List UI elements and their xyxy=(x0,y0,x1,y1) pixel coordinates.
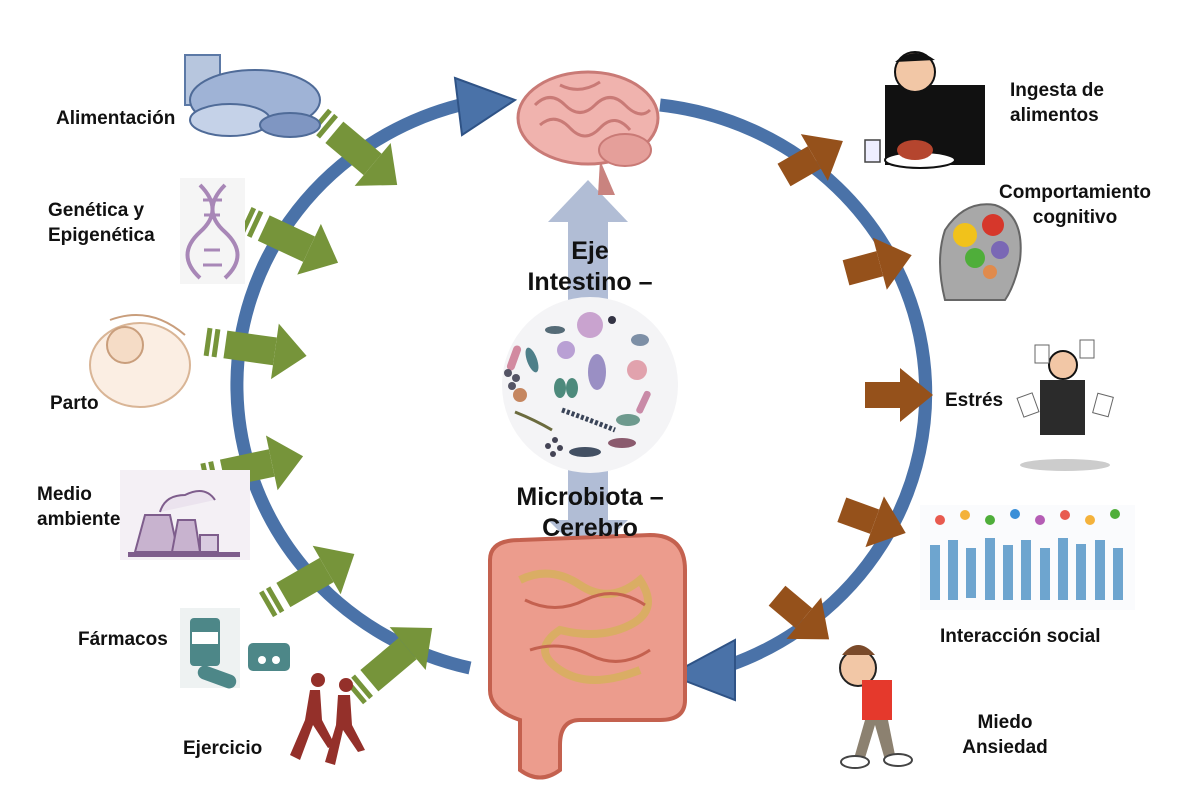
factor-label-genetica: Genética y Epigenética xyxy=(48,200,155,246)
output-arrow-interaccion xyxy=(837,496,906,548)
output-arrows xyxy=(768,134,933,640)
output-arrow-estres xyxy=(865,368,933,422)
dna-icon xyxy=(180,178,245,284)
food-icon xyxy=(184,54,321,138)
factor-label-farmacos: Fármacos xyxy=(78,629,168,650)
input-arrow-parto xyxy=(203,323,307,380)
head-gears-icon xyxy=(939,203,1022,301)
stressed-businessman-icon xyxy=(1016,339,1114,471)
output-arrow-comportamiento xyxy=(842,237,912,290)
outcome-label-comportamiento: Comportamiento cognitivo xyxy=(999,182,1151,228)
anxious-man-icon xyxy=(839,645,913,769)
output-arrow-ingesta xyxy=(777,134,843,187)
factor-label-alimentacion: Alimentación xyxy=(56,108,176,129)
axis-title-line-2: Intestino – xyxy=(527,268,653,296)
factor-label-parto: Parto xyxy=(50,393,99,414)
cycle-arc-right xyxy=(659,98,933,672)
axis-title-line-1: Eje xyxy=(571,237,609,265)
outcome-label-ingesta: Ingesta de alimentos xyxy=(1010,80,1104,126)
outcome-label-interaccion: Interacción social xyxy=(940,626,1101,647)
axis-title-bottom: Microbiota – Cerebro xyxy=(478,482,702,544)
outcome-label-miedo: Miedo Ansiedad xyxy=(962,712,1048,758)
factor-label-ejercicio: Ejercicio xyxy=(183,738,263,759)
runners-icon xyxy=(290,673,365,765)
axis-title-line-3: Microbiota – xyxy=(516,483,664,511)
crowd-talking-icon xyxy=(920,505,1135,610)
intestine-icon xyxy=(488,532,687,780)
output-arrow-miedo xyxy=(768,585,830,640)
brain-icon xyxy=(516,70,660,195)
input-arrow-alimentacion xyxy=(310,108,398,186)
factor-label-medio-ambiente: Medio ambiente xyxy=(37,484,121,530)
cycle-arrowhead-top xyxy=(453,76,518,137)
axis-title-top: Eje Intestino – xyxy=(490,236,690,298)
medicine-pills-icon xyxy=(180,608,290,689)
fetus-icon xyxy=(89,314,191,408)
input-arrow-farmacos xyxy=(259,545,355,618)
factory-pollution-icon xyxy=(120,470,250,560)
outcome-label-estres: Estrés xyxy=(945,390,1004,411)
cycle-arc-left xyxy=(230,98,472,675)
microbiota-icon xyxy=(502,297,678,473)
cycle-arrowhead-bottom xyxy=(667,638,736,702)
axis-title-line-4: Cerebro xyxy=(542,514,638,542)
man-eating-icon xyxy=(864,51,985,169)
